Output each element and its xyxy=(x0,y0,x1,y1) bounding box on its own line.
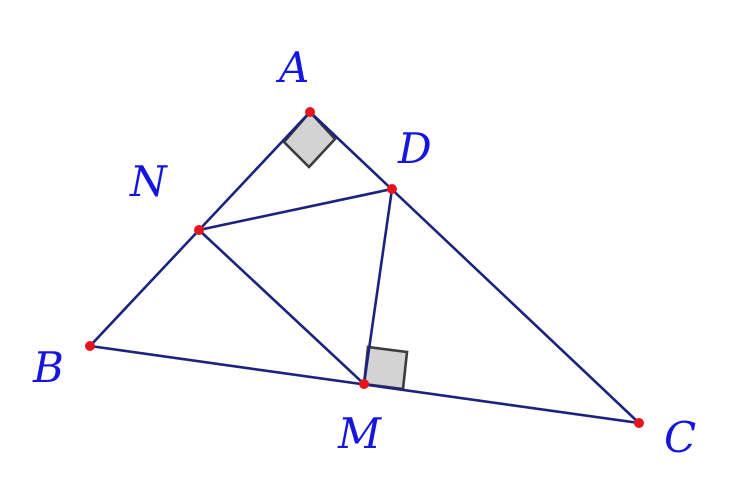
label-b: B xyxy=(32,343,64,392)
segment-nd xyxy=(197,187,394,232)
point-n xyxy=(194,225,204,235)
label-a: A xyxy=(275,43,309,92)
label-m: M xyxy=(337,409,382,458)
label-c: C xyxy=(664,413,696,462)
label-d: D xyxy=(397,124,432,173)
segment-nm xyxy=(197,228,366,386)
point-b xyxy=(85,341,95,351)
label-n: N xyxy=(129,157,168,206)
point-c xyxy=(634,418,644,428)
right-angle-marker-m xyxy=(362,345,409,391)
point-d xyxy=(387,184,397,194)
point-m xyxy=(359,379,369,389)
segment-dm xyxy=(362,187,394,386)
right-angle-marker-a xyxy=(282,110,337,169)
segment-ac xyxy=(308,110,641,425)
point-a xyxy=(305,107,315,117)
